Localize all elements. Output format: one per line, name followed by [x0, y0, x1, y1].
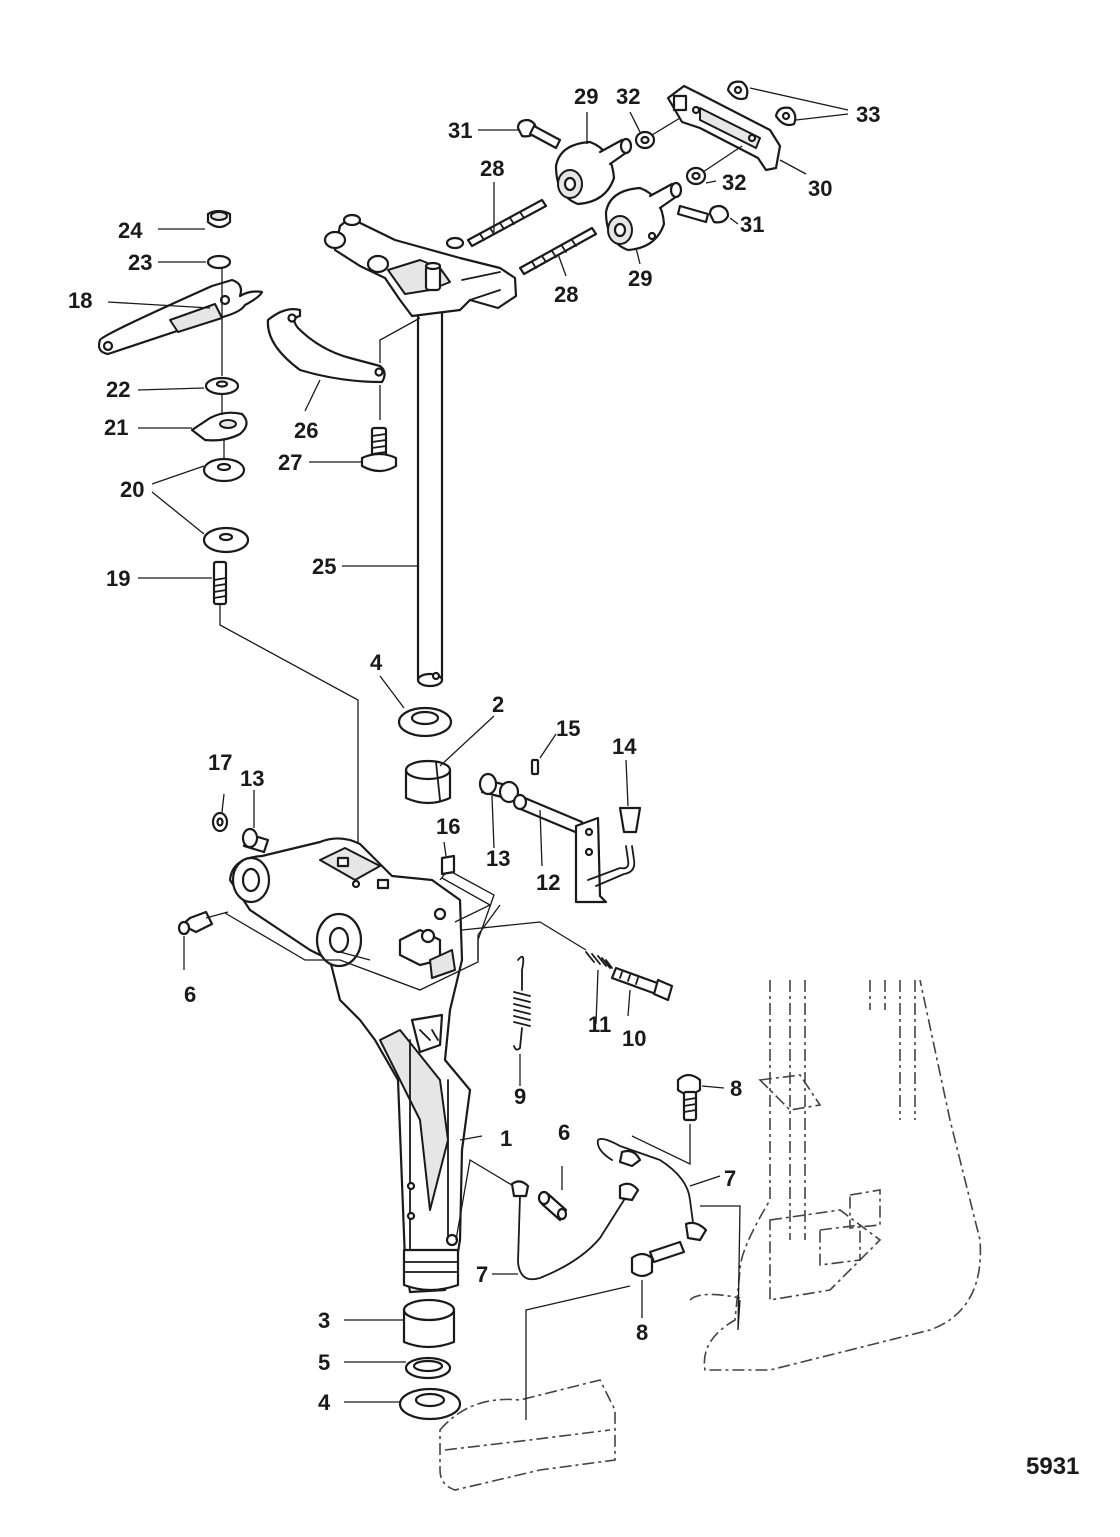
bolt-8-lower — [630, 1240, 686, 1278]
washer-22 — [204, 376, 240, 396]
spring-11 — [585, 951, 613, 969]
callout-20: 20 — [120, 477, 144, 502]
grease-fitting-6-left — [177, 910, 214, 936]
callout-labels: 1 2 3 4 4 5 6 6 7 7 8 8 9 10 11 12 13 13… — [68, 84, 880, 1415]
bolt-8-upper — [676, 1073, 702, 1122]
bushing-3 — [402, 1298, 456, 1349]
nut-33-b — [774, 106, 797, 127]
callout-29-lower: 29 — [628, 266, 652, 291]
pin-15 — [530, 758, 540, 776]
callout-12: 12 — [536, 870, 560, 895]
sleeve-13-left — [241, 827, 270, 854]
callout-10: 10 — [622, 1026, 646, 1051]
callout-7-lower: 7 — [476, 1262, 488, 1287]
callout-21: 21 — [104, 415, 128, 440]
callout-8-upper: 8 — [730, 1076, 742, 1101]
cap-14 — [618, 806, 642, 834]
callout-30: 30 — [808, 176, 832, 201]
callout-22: 22 — [106, 377, 130, 402]
swivel-bracket-1 — [228, 837, 472, 1294]
callout-5: 5 — [318, 1350, 330, 1375]
plate-21 — [190, 411, 248, 442]
callout-4-upper: 4 — [370, 650, 383, 675]
callout-4-lower: 4 — [318, 1390, 331, 1415]
callout-6-right: 6 — [558, 1120, 570, 1145]
callout-13-left: 13 — [240, 766, 264, 791]
washer-4-upper — [397, 706, 453, 738]
callout-31-upper: 31 — [448, 118, 472, 143]
driveshaft-housing-ghost — [689, 979, 982, 1371]
callout-17: 17 — [208, 750, 232, 775]
callout-2: 2 — [492, 692, 504, 717]
washer-23 — [206, 254, 232, 270]
callout-25: 25 — [312, 554, 336, 579]
callout-14: 14 — [612, 734, 637, 759]
washer-4-lower — [398, 1387, 462, 1421]
upper-yoke — [323, 213, 518, 318]
bolt-31-lower — [676, 204, 730, 224]
bolt-31-upper — [516, 118, 562, 150]
callout-24: 24 — [118, 218, 143, 243]
nut-33-a — [726, 80, 749, 101]
callout-28-lower: 28 — [554, 282, 578, 307]
callout-8-lower: 8 — [636, 1320, 648, 1345]
bushing-2 — [404, 759, 452, 805]
callout-23: 23 — [128, 250, 152, 275]
stud-28-lower — [518, 226, 598, 276]
callout-26: 26 — [294, 418, 318, 443]
clip-16 — [440, 854, 456, 876]
washer-17 — [211, 811, 229, 833]
callout-29-upper: 29 — [574, 84, 598, 109]
lower-bracket-ghost — [439, 1379, 616, 1491]
callout-16: 16 — [436, 814, 460, 839]
steering-arm — [97, 278, 264, 356]
lever-12 — [512, 793, 636, 904]
washer-32-lower — [685, 166, 707, 186]
callout-19: 19 — [106, 566, 130, 591]
mount-29-lower — [604, 181, 683, 252]
callout-32-lower: 32 — [722, 170, 746, 195]
bushing-13-right — [478, 772, 520, 804]
callout-18: 18 — [68, 288, 92, 313]
bracket-30 — [666, 84, 782, 172]
washer-5 — [404, 1356, 452, 1380]
stud-28-upper — [466, 198, 548, 248]
callout-13-right: 13 — [486, 846, 510, 871]
callout-15: 15 — [556, 716, 580, 741]
bolt-27 — [360, 426, 398, 473]
nut-24 — [206, 209, 232, 229]
callout-33: 33 — [856, 102, 880, 127]
washer-20-lower — [202, 526, 250, 554]
callout-leaders — [107, 87, 849, 1403]
callout-3: 3 — [318, 1308, 330, 1333]
mount-29-upper — [554, 137, 633, 206]
callout-32-upper: 32 — [616, 84, 640, 109]
washer-20-upper — [202, 457, 246, 483]
washer-32-upper — [634, 130, 656, 150]
grease-fitting-6-right — [537, 1190, 568, 1222]
plate-26 — [266, 308, 386, 384]
callout-7-upper: 7 — [724, 1166, 736, 1191]
callout-9: 9 — [514, 1084, 526, 1109]
figure-number: 5931 — [1026, 1453, 1079, 1480]
bolt-10 — [610, 966, 674, 1002]
steering-tube-25 — [416, 308, 444, 688]
stud-19 — [212, 560, 228, 606]
callout-31-lower: 31 — [740, 212, 764, 237]
spring-9 — [513, 955, 531, 1051]
callout-6-left: 6 — [184, 982, 196, 1007]
callout-27: 27 — [278, 450, 302, 475]
ground-strap-7-upper — [596, 1137, 708, 1242]
ground-strap-7-lower — [510, 1180, 640, 1281]
callout-28-upper: 28 — [480, 156, 504, 181]
callout-1: 1 — [500, 1126, 512, 1151]
callout-11: 11 — [588, 1012, 611, 1037]
